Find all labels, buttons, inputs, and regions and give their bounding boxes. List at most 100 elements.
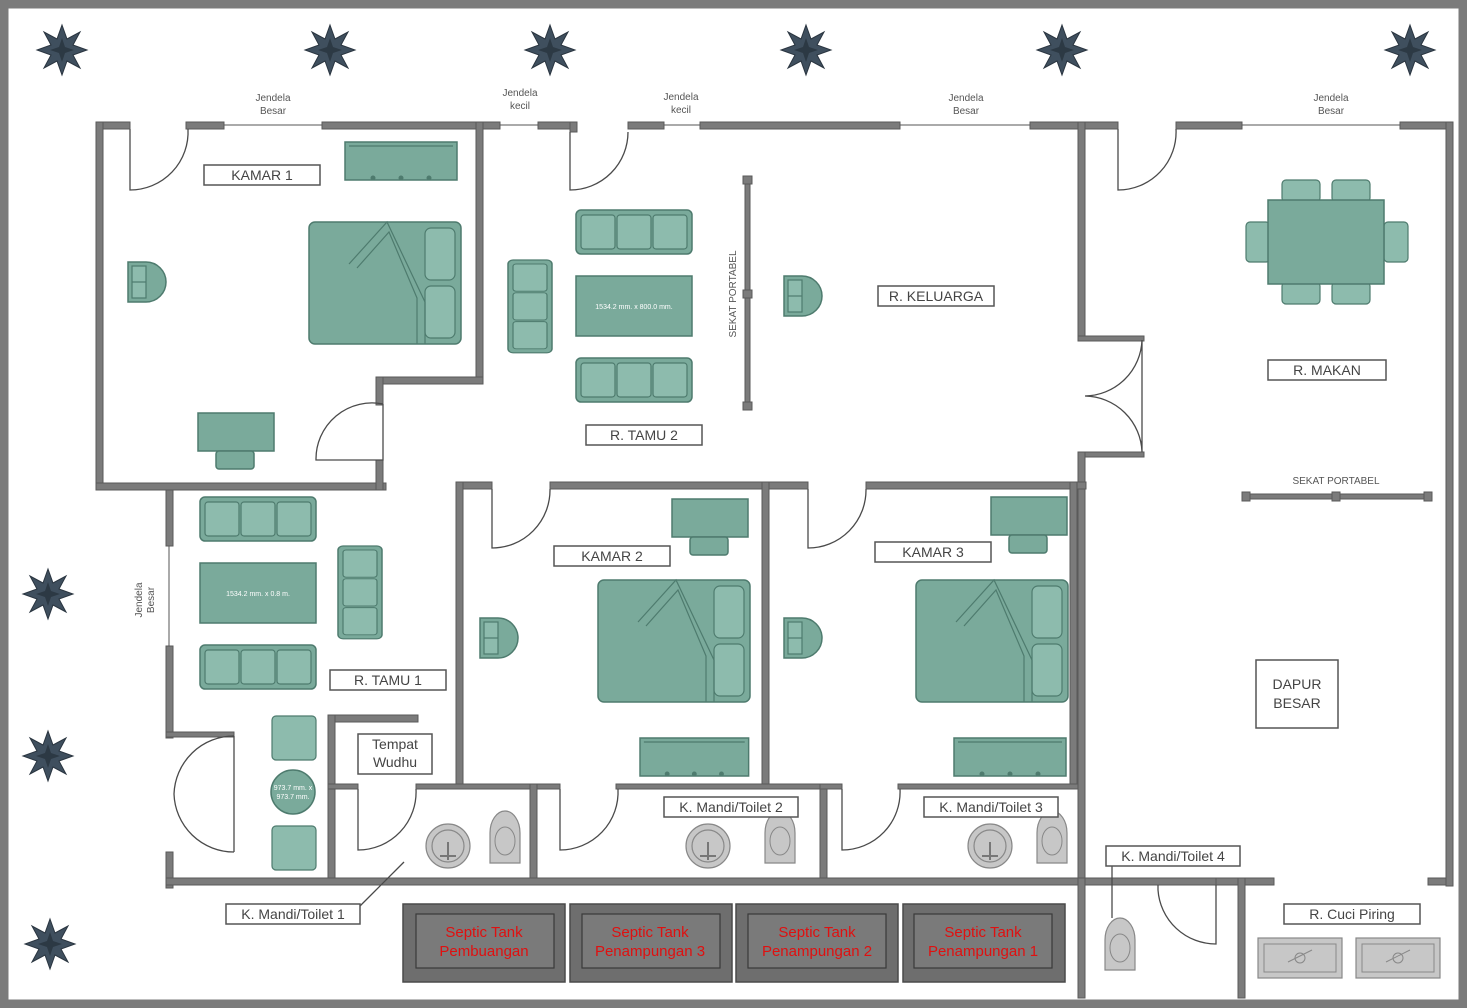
label-r-tamu-2: R. TAMU 2 <box>585 424 703 446</box>
wardrobe <box>953 737 1067 778</box>
svg-text:Septic Tank: Septic Tank <box>445 924 523 941</box>
svg-text:Tempat: Tempat <box>372 736 418 752</box>
svg-text:DAPUR: DAPUR <box>1272 676 1321 692</box>
kitchen-sink <box>1355 937 1441 979</box>
window-label: Jendela kecil <box>502 88 537 112</box>
desk <box>197 412 275 470</box>
toilet <box>764 810 796 864</box>
wardrobe <box>344 141 458 182</box>
toilet <box>1036 810 1068 864</box>
svg-text:KAMAR 1: KAMAR 1 <box>231 167 293 183</box>
label-kamar-1: KAMAR 1 <box>203 164 321 186</box>
svg-text:K. Mandi/Toilet 4: K. Mandi/Toilet 4 <box>1121 848 1225 864</box>
label-kamar-3: KAMAR 3 <box>874 541 992 563</box>
septic-tank-4: Septic Tank Penampungan 1 <box>902 903 1066 983</box>
window-label: Jendela Besar <box>948 93 983 117</box>
bed <box>308 221 462 345</box>
round-table-label: 973.7 mm. <box>276 794 309 801</box>
septic-tank-3: Septic Tank Penampungan 2 <box>735 903 899 983</box>
label-toilet-3: K. Mandi/Toilet 3 <box>923 796 1059 818</box>
svg-text:Jendela: Jendela <box>948 93 983 104</box>
wardrobe <box>639 737 750 778</box>
dining-table <box>1245 179 1409 305</box>
svg-text:Jendela: Jendela <box>134 582 145 617</box>
svg-text:K. Mandi/Toilet 2: K. Mandi/Toilet 2 <box>679 799 783 815</box>
chair <box>127 261 167 303</box>
label-r-tamu-1: R. TAMU 1 <box>329 669 447 691</box>
table-size-label: 1534.2 mm. x 800.0 mm. <box>595 304 672 311</box>
sink <box>425 823 471 869</box>
chair <box>479 617 519 659</box>
toilet <box>489 810 521 864</box>
svg-text:KAMAR 2: KAMAR 2 <box>581 548 643 564</box>
label-tempat-wudhu: Tempat Wudhu <box>357 733 433 775</box>
svg-text:R. KELUARGA: R. KELUARGA <box>889 288 984 304</box>
svg-text:Septic Tank: Septic Tank <box>778 924 856 941</box>
svg-text:Septic Tank: Septic Tank <box>611 924 689 941</box>
armchair <box>271 825 317 871</box>
septic-tank-1: Septic Tank Pembuangan <box>402 903 566 983</box>
sink <box>967 823 1013 869</box>
toilet <box>1104 917 1136 971</box>
svg-text:Jendela: Jendela <box>255 93 290 104</box>
svg-text:Penampungan 1: Penampungan 1 <box>928 943 1038 960</box>
window-label: Jendela kecil <box>663 92 698 116</box>
sink <box>685 823 731 869</box>
round-table <box>270 769 316 815</box>
window-label: Jendela Besar <box>1313 93 1348 117</box>
partition-label: SEKAT PORTABEL <box>1292 476 1380 487</box>
septic-tank-2: Septic Tank Penampungan 3 <box>569 903 733 983</box>
svg-text:Besar: Besar <box>146 586 157 613</box>
svg-text:Wudhu: Wudhu <box>373 754 417 770</box>
svg-text:Jendela: Jendela <box>1313 93 1348 104</box>
label-toilet-2: K. Mandi/Toilet 2 <box>663 796 799 818</box>
sofa <box>575 209 693 255</box>
table-size-label: 1534.2 mm. x 0.8 m. <box>226 591 290 598</box>
svg-text:Penampungan 2: Penampungan 2 <box>762 943 872 960</box>
svg-text:Septic Tank: Septic Tank <box>944 924 1022 941</box>
window-label: Jendela Besar <box>255 93 290 117</box>
svg-text:BESAR: BESAR <box>1273 695 1320 711</box>
chair <box>783 275 823 317</box>
label-toilet-4: K. Mandi/Toilet 4 <box>1105 845 1241 867</box>
label-r-cuci-piring: R. Cuci Piring <box>1283 903 1421 925</box>
windows <box>168 124 1400 646</box>
svg-text:R. MAKAN: R. MAKAN <box>1293 362 1361 378</box>
label-kamar-2: KAMAR 2 <box>553 545 671 567</box>
portable-partition <box>742 175 1433 502</box>
label-r-keluarga: R. KELUARGA <box>877 285 995 307</box>
label-r-makan: R. MAKAN <box>1267 359 1387 381</box>
window-label: Jendela Besar <box>134 582 157 617</box>
svg-text:R. TAMU 1: R. TAMU 1 <box>354 672 422 688</box>
svg-text:kecil: kecil <box>671 105 691 116</box>
bed <box>597 579 751 703</box>
coffee-table <box>575 275 693 337</box>
partition-label: SEKAT PORTABEL <box>728 250 739 338</box>
armchair <box>271 715 317 761</box>
svg-text:R. TAMU 2: R. TAMU 2 <box>610 427 678 443</box>
svg-text:Pembuangan: Pembuangan <box>439 943 528 960</box>
svg-text:Besar: Besar <box>260 106 287 117</box>
sofa <box>199 496 317 542</box>
kitchen-sink <box>1257 937 1343 979</box>
svg-text:K. Mandi/Toilet 1: K. Mandi/Toilet 1 <box>241 906 345 922</box>
sofa <box>507 259 553 354</box>
svg-text:K. Mandi/Toilet 3: K. Mandi/Toilet 3 <box>939 799 1043 815</box>
round-table-label: 973.7 mm. x <box>274 785 313 792</box>
sofa <box>199 644 317 690</box>
label-toilet-1: K. Mandi/Toilet 1 <box>225 903 361 925</box>
desk <box>671 498 749 556</box>
doors <box>129 128 1217 945</box>
svg-text:Besar: Besar <box>953 106 980 117</box>
svg-text:Besar: Besar <box>1318 106 1345 117</box>
svg-text:KAMAR 3: KAMAR 3 <box>902 544 964 560</box>
sofa <box>337 545 383 640</box>
svg-text:R. Cuci Piring: R. Cuci Piring <box>1309 906 1395 922</box>
desk <box>990 496 1068 554</box>
bed <box>915 579 1069 703</box>
sofa <box>575 357 693 403</box>
chair <box>783 617 823 659</box>
svg-text:Jendela: Jendela <box>663 92 698 103</box>
